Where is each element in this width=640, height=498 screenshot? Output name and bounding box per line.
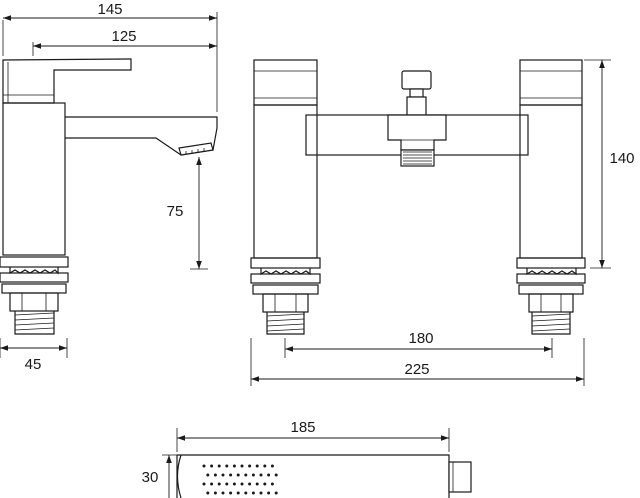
dimension-30: 30 <box>142 469 159 486</box>
spray-hole <box>206 473 210 477</box>
front-left-pillar <box>250 59 321 335</box>
dimension-125: 125 <box>111 28 136 45</box>
spray-hole <box>274 491 278 495</box>
diverter-knob <box>401 70 432 116</box>
dimension-140: 140 <box>609 150 634 167</box>
spray-hole <box>213 473 217 477</box>
side-view-dimensions: 145 125 75 45 <box>0 1 218 373</box>
spray-hole <box>248 464 252 468</box>
spray-hole <box>248 482 252 486</box>
spray-hole <box>267 473 271 477</box>
spray-hole <box>202 482 206 486</box>
spray-hole <box>232 464 236 468</box>
spray-hole <box>213 491 217 495</box>
spray-hole <box>236 473 240 477</box>
spray-hole <box>263 464 267 468</box>
spray-hole <box>240 482 244 486</box>
spray-hole <box>217 464 221 468</box>
dimension-180: 180 <box>408 330 433 347</box>
spray-hole <box>225 482 229 486</box>
spray-hole <box>244 491 248 495</box>
spray-hole <box>263 482 267 486</box>
spray-hole <box>255 464 259 468</box>
spray-hole <box>210 482 214 486</box>
spray-hole <box>251 473 255 477</box>
spray-hole <box>210 464 214 468</box>
spray-hole <box>259 491 263 495</box>
spray-hole <box>221 491 225 495</box>
side-view <box>0 58 218 335</box>
dimension-145: 145 <box>97 1 122 18</box>
spray-hole <box>270 464 274 468</box>
front-right-pillar <box>516 59 586 335</box>
spray-hole <box>251 491 255 495</box>
spray-hole <box>229 491 233 495</box>
spray-hole <box>206 491 210 495</box>
front-view-dimensions: 140 180 225 <box>250 59 635 386</box>
front-view <box>250 59 586 335</box>
spray-hole <box>217 482 221 486</box>
handset-dimensions: 185 30 <box>142 419 450 498</box>
spray-hole <box>232 482 236 486</box>
spray-hole <box>229 473 233 477</box>
spray-hole <box>274 473 278 477</box>
dimension-45: 45 <box>25 356 42 373</box>
spray-hole <box>240 464 244 468</box>
spray-hole <box>270 482 274 486</box>
dimension-225: 225 <box>404 361 429 378</box>
spray-hole <box>267 491 271 495</box>
spray-hole <box>202 464 206 468</box>
handset-spray-holes <box>202 464 278 495</box>
spray-hole <box>255 482 259 486</box>
spray-hole <box>244 473 248 477</box>
spray-hole <box>225 464 229 468</box>
shower-handset <box>176 454 472 498</box>
spray-hole <box>236 491 240 495</box>
dimension-75: 75 <box>167 203 184 220</box>
spray-hole <box>221 473 225 477</box>
side-tail-fitting <box>0 256 69 335</box>
dimension-185: 185 <box>290 419 315 436</box>
front-spout-outlet <box>387 114 447 167</box>
spray-hole <box>259 473 263 477</box>
